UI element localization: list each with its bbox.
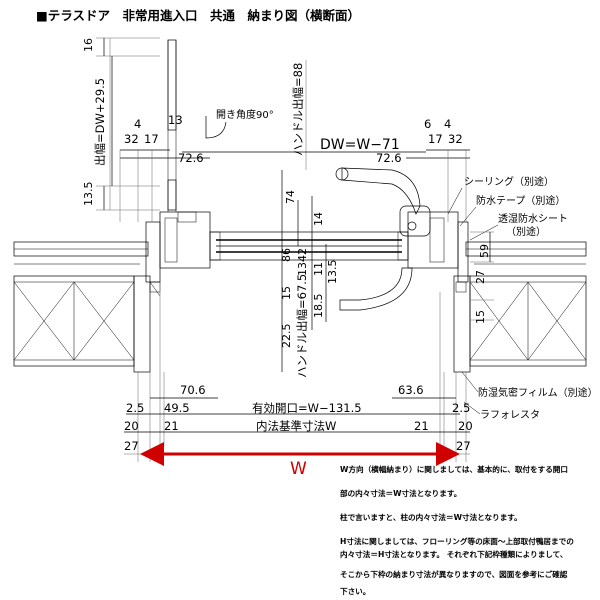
dim-13-5-left: 13.5 <box>82 182 95 207</box>
wall-insulation-left <box>13 275 151 373</box>
dim-27-right-bottom: 27 <box>456 439 471 453</box>
label-waterproof-tape: 防水テープ（別途） <box>476 194 565 207</box>
door-frame-left <box>145 211 211 297</box>
label-sealing: シーリング（別途） <box>464 175 554 188</box>
note-line-6: そこから下枠の納まり寸法が異なりますので、図面を参考にご確認 <box>340 569 568 579</box>
top-dims-right: 6 4 17 32 72.6 <box>376 117 470 222</box>
note-line-3: 柱で言いますと、柱の内々寸法＝W寸法となります。 <box>340 512 522 522</box>
note-line-7: 下さい。 <box>340 587 370 596</box>
dim-15-right: 15 <box>474 310 487 324</box>
open-angle-label: 開き角度90° <box>216 108 274 121</box>
dim-20-right: 20 <box>458 419 473 433</box>
door-frame-right <box>407 211 469 293</box>
dim-20-left: 20 <box>124 419 139 433</box>
door-handle <box>335 167 431 311</box>
dim-16: 16 <box>82 38 95 52</box>
dim-11: 11 <box>312 262 325 276</box>
dim-22-5: 22.5 <box>280 324 293 349</box>
dim-32-right: 32 <box>448 132 463 146</box>
swing-indicator: 開き角度90° <box>167 39 274 212</box>
dim-6-right: 6 <box>424 117 431 131</box>
dim-17-left: 17 <box>144 132 159 146</box>
label-permeable-sheet-1: 透湿防水シート <box>498 212 568 225</box>
inner-standard-label: 内法基準寸法W <box>256 419 336 433</box>
w-dimension-arrow: W <box>140 442 460 479</box>
dim-27-right: 27 <box>474 270 487 284</box>
dim-13-5-center: 13.5 <box>326 260 339 285</box>
out-width-label: 出幅=DW+29.5 <box>93 78 107 166</box>
wall-insulation-right <box>453 275 587 373</box>
label-permeable-sheet-2: （別途） <box>506 225 546 238</box>
dim-2-5-left: 2.5 <box>126 401 144 415</box>
notes-block: W方向（横幅納まり）に関しましては、基本的に、取付をする開口 部の内々寸法＝W寸… <box>340 464 574 596</box>
dim-86: 86 <box>280 248 293 262</box>
dim-27-left: 27 <box>124 439 139 453</box>
drawing-title: ■テラスドア 非常用進入口 共通 納まり図（横断面） <box>36 8 360 23</box>
dim-32-left: 32 <box>124 132 139 146</box>
w-label: W <box>290 459 307 479</box>
center-vertical-dims: 74 14 42 86 13 11 13.5 15 18.5 22.5 ハンドル… <box>280 170 339 378</box>
dim-14: 14 <box>312 212 325 226</box>
dw-label: DW=W−71 <box>320 137 400 153</box>
right-callouts: シーリング（別途） 防水テープ（別途） 透湿防水シート （別途） 59 27 1… <box>447 175 598 421</box>
dim-15-center: 15 <box>280 286 293 300</box>
label-lafolesta: ラフォレスタ <box>480 409 540 421</box>
note-line-2: 部の内々寸法＝W寸法となります。 <box>340 488 461 498</box>
label-vapor-film: 防湿気密フィルム（別途） <box>478 386 598 399</box>
door-leaf-glass <box>209 231 409 261</box>
dim-21-left: 21 <box>164 419 179 433</box>
dim-4-right: 4 <box>444 117 451 131</box>
dim-13-center: 13 <box>296 262 309 276</box>
dim-13-left: 13 <box>168 113 183 127</box>
floor-board-right <box>465 241 587 265</box>
dim-18-5: 18.5 <box>312 294 325 319</box>
top-dims-center: ハンドル出幅=88 DW=W−71 <box>182 60 426 170</box>
handle-out-bottom-label: ハンドル出幅=67.5 <box>295 274 309 378</box>
dim-42: 42 <box>296 248 309 262</box>
dim-72-6-right: 72.6 <box>376 151 402 165</box>
dim-17-right: 17 <box>428 132 443 146</box>
dim-59: 59 <box>478 244 491 258</box>
dim-70-6: 70.6 <box>180 383 206 397</box>
dim-49-5: 49.5 <box>164 401 190 415</box>
note-line-1: W方向（横幅納まり）に関しましては、基本的に、取付をする開口 <box>340 464 568 474</box>
note-line-4: H寸法に関しましては、フローリング等の床面〜上部取付鴨居までの <box>340 536 574 546</box>
dim-72-6-left: 72.6 <box>178 151 204 165</box>
effective-opening-label: 有効開口=W−131.5 <box>252 401 362 415</box>
dim-21-right: 21 <box>414 419 429 433</box>
top-dims-left: 16 13.5 出幅=DW+29.5 4 32 17 13 72.6 <box>82 37 210 222</box>
dim-4-left: 4 <box>134 117 141 131</box>
note-line-5: 内々寸法＝H寸法となります。 それぞれ下記枠種類によりまして、 <box>340 549 567 559</box>
dim-63-6: 63.6 <box>398 383 424 397</box>
dim-74: 74 <box>284 190 297 204</box>
dim-2-5-right: 2.5 <box>452 401 470 415</box>
handle-out-top-label: ハンドル出幅=88 <box>291 63 305 156</box>
floor-board-left <box>13 241 149 265</box>
